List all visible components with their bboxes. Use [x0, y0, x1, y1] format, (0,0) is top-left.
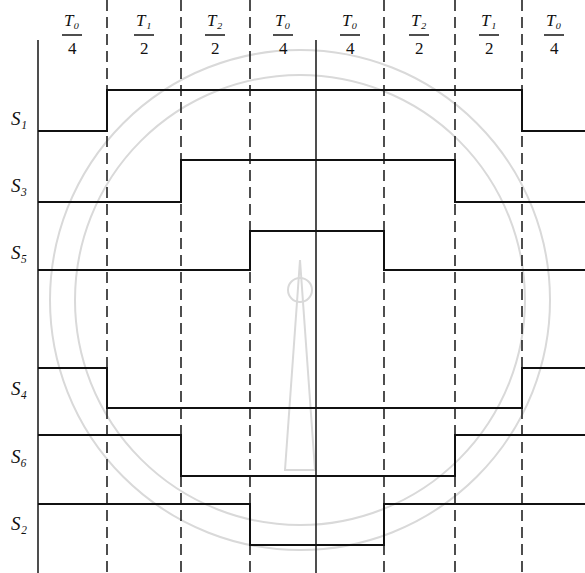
period-numerator: T₀	[546, 12, 561, 29]
period-numerator: T₀	[275, 12, 290, 29]
period-numerator: T₂	[207, 12, 222, 29]
signal-name: S₆	[10, 447, 28, 466]
signal-name: S₄	[10, 379, 28, 398]
period-numerator: T₀	[64, 12, 79, 29]
time-grid	[38, 0, 522, 573]
period-numerator: T₂	[411, 12, 426, 29]
signal-name: S₅	[10, 243, 28, 262]
period-numerator: T₀	[342, 12, 357, 29]
signal-name: S₁	[10, 109, 28, 128]
period-denominator: 4	[346, 40, 355, 57]
period-denominator: 2	[485, 40, 494, 57]
period-denominator: 4	[68, 40, 77, 57]
fraction-bars	[62, 34, 564, 36]
period-denominator: 2	[211, 40, 220, 57]
signal-name: S₂	[10, 514, 28, 533]
switching-waveforms	[38, 90, 585, 545]
period-denominator: 2	[140, 40, 149, 57]
period-denominator: 4	[279, 40, 288, 57]
period-denominator: 4	[550, 40, 559, 57]
signal-name: S₃	[10, 176, 28, 195]
period-denominator: 2	[415, 40, 424, 57]
period-numerator: T₁	[136, 12, 151, 29]
period-numerator: T₁	[481, 12, 496, 29]
